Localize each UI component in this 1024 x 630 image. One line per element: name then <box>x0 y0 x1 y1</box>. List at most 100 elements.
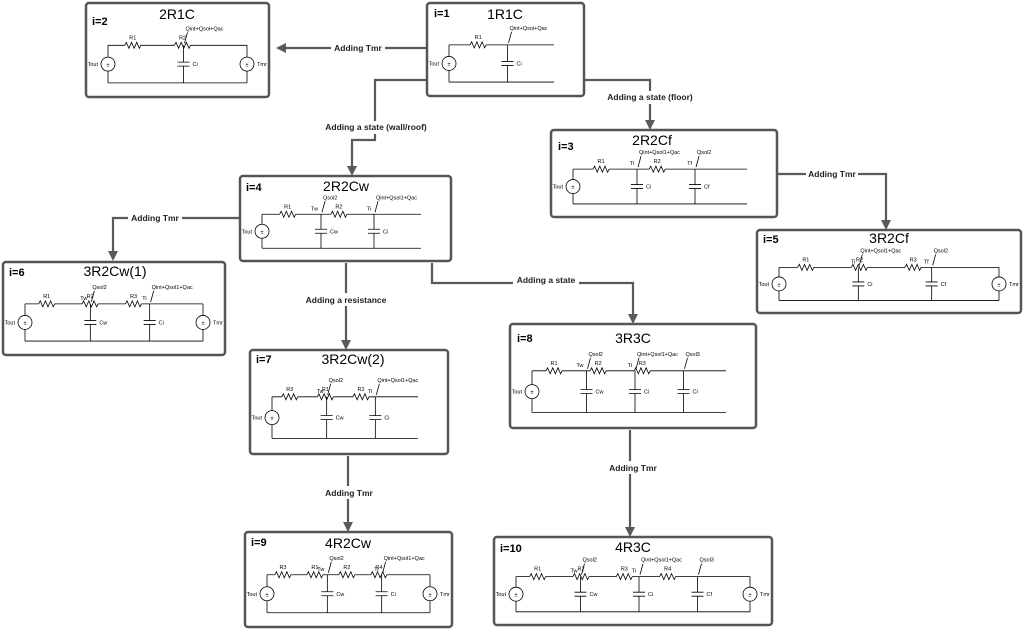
svg-text:R4: R4 <box>664 567 671 573</box>
svg-text:Ci: Ci <box>384 416 389 422</box>
node-title: 4R3C <box>615 539 651 555</box>
svg-text:Tmr: Tmr <box>213 320 223 326</box>
svg-text:Tmr: Tmr <box>1009 282 1019 288</box>
svg-text:R1: R1 <box>802 257 809 263</box>
svg-text:Qsol2: Qsol2 <box>323 195 337 201</box>
svg-text:Tmr: Tmr <box>257 62 267 68</box>
edge-label-7-9: Adding Tmr <box>325 488 373 498</box>
svg-text:Qsol2: Qsol2 <box>583 558 597 564</box>
svg-text:R2: R2 <box>179 35 186 41</box>
node-title: 2R2Cf <box>632 132 672 148</box>
node-id: i=10 <box>500 543 522 555</box>
svg-text:Ti: Ti <box>630 161 634 167</box>
svg-text:±: ± <box>23 321 26 327</box>
svg-text:Ti: Ti <box>851 259 855 265</box>
svg-text:Qint+Qsol1+Qac: Qint+Qsol1+Qac <box>639 150 680 156</box>
svg-text:Tout: Tout <box>496 592 507 598</box>
node-id: i=1 <box>434 8 450 20</box>
svg-text:R3: R3 <box>279 565 286 571</box>
svg-text:R4: R4 <box>375 565 382 571</box>
svg-text:Tf: Tf <box>924 259 929 265</box>
svg-text:Tout: Tout <box>759 282 770 288</box>
svg-text:Ci: Ci <box>867 282 872 288</box>
svg-text:R1: R1 <box>311 565 318 571</box>
svg-text:Tw: Tw <box>317 567 324 573</box>
svg-text:Qint+Qsol+Qac: Qint+Qsol+Qac <box>186 26 224 32</box>
svg-text:Qint+Qsol1+Qac: Qint+Qsol1+Qac <box>152 285 193 291</box>
svg-text:±: ± <box>245 63 248 69</box>
svg-text:R2: R2 <box>335 204 342 210</box>
svg-text:R2: R2 <box>358 387 365 393</box>
svg-text:R1: R1 <box>534 567 541 573</box>
svg-text:±: ± <box>748 593 751 599</box>
svg-text:R1: R1 <box>43 294 50 300</box>
svg-text:R2: R2 <box>595 361 602 367</box>
node-id: i=4 <box>246 182 262 194</box>
svg-text:R1: R1 <box>598 159 605 165</box>
svg-text:Cw: Cw <box>336 416 344 422</box>
svg-text:Qint+Qsol1+Qac: Qint+Qsol1+Qac <box>641 558 682 564</box>
svg-text:Cw: Cw <box>590 592 598 598</box>
svg-text:Qint+Qsol1+Qac: Qint+Qsol1+Qac <box>377 378 418 384</box>
svg-text:R2: R2 <box>577 567 584 573</box>
svg-text:±: ± <box>571 185 574 191</box>
edge-label-1-2: Adding Tmr <box>334 43 382 53</box>
svg-text:Ti: Ti <box>628 363 632 369</box>
node-id: i=7 <box>256 354 272 366</box>
svg-text:R2: R2 <box>343 565 350 571</box>
node-id: i=6 <box>9 267 25 279</box>
svg-text:R3: R3 <box>910 257 917 263</box>
svg-text:±: ± <box>777 282 780 288</box>
svg-text:Ci: Ci <box>644 390 649 396</box>
node-id: i=5 <box>763 234 779 246</box>
svg-text:Ti: Ti <box>142 296 146 302</box>
svg-text:±: ± <box>260 230 263 236</box>
edge-4-6 <box>108 216 241 261</box>
svg-text:Tw: Tw <box>317 389 324 395</box>
node-title: 2R2Cw <box>323 178 370 194</box>
svg-text:Qint+Qsol1+Qac: Qint+Qsol1+Qac <box>860 248 901 254</box>
svg-text:Tout: Tout <box>512 390 523 396</box>
svg-text:R2: R2 <box>856 257 863 263</box>
edge-4-8 <box>430 263 638 324</box>
svg-text:Cl: Cl <box>693 390 698 396</box>
svg-text:Ti: Ti <box>374 567 378 573</box>
svg-text:±: ± <box>106 63 109 69</box>
svg-text:Cf: Cf <box>941 282 947 288</box>
svg-text:R2: R2 <box>87 294 94 300</box>
svg-text:±: ± <box>530 390 533 396</box>
svg-text:±: ± <box>201 321 204 327</box>
svg-text:±: ± <box>265 592 268 598</box>
svg-text:Tmr: Tmr <box>440 592 450 598</box>
node-title: 1R1C <box>487 6 523 22</box>
svg-text:Tw: Tw <box>576 363 583 369</box>
svg-text:R3: R3 <box>130 294 137 300</box>
svg-text:R1: R1 <box>475 35 482 41</box>
svg-text:±: ± <box>428 592 431 598</box>
node-title: 4R2Cw <box>325 535 372 551</box>
node-title: 3R2Cw(2) <box>321 351 384 367</box>
edge-3-5 <box>778 172 891 230</box>
node-title: 3R3C <box>615 330 651 346</box>
svg-text:R1: R1 <box>551 361 558 367</box>
svg-text:Cw: Cw <box>99 320 107 326</box>
svg-text:Qsol2: Qsol2 <box>697 150 711 156</box>
svg-text:Tout: Tout <box>553 185 564 191</box>
svg-text:R3: R3 <box>621 567 628 573</box>
edge-label-1-4: Adding a state (wall/roof) <box>325 122 427 132</box>
svg-text:Qsol2: Qsol2 <box>589 352 603 358</box>
